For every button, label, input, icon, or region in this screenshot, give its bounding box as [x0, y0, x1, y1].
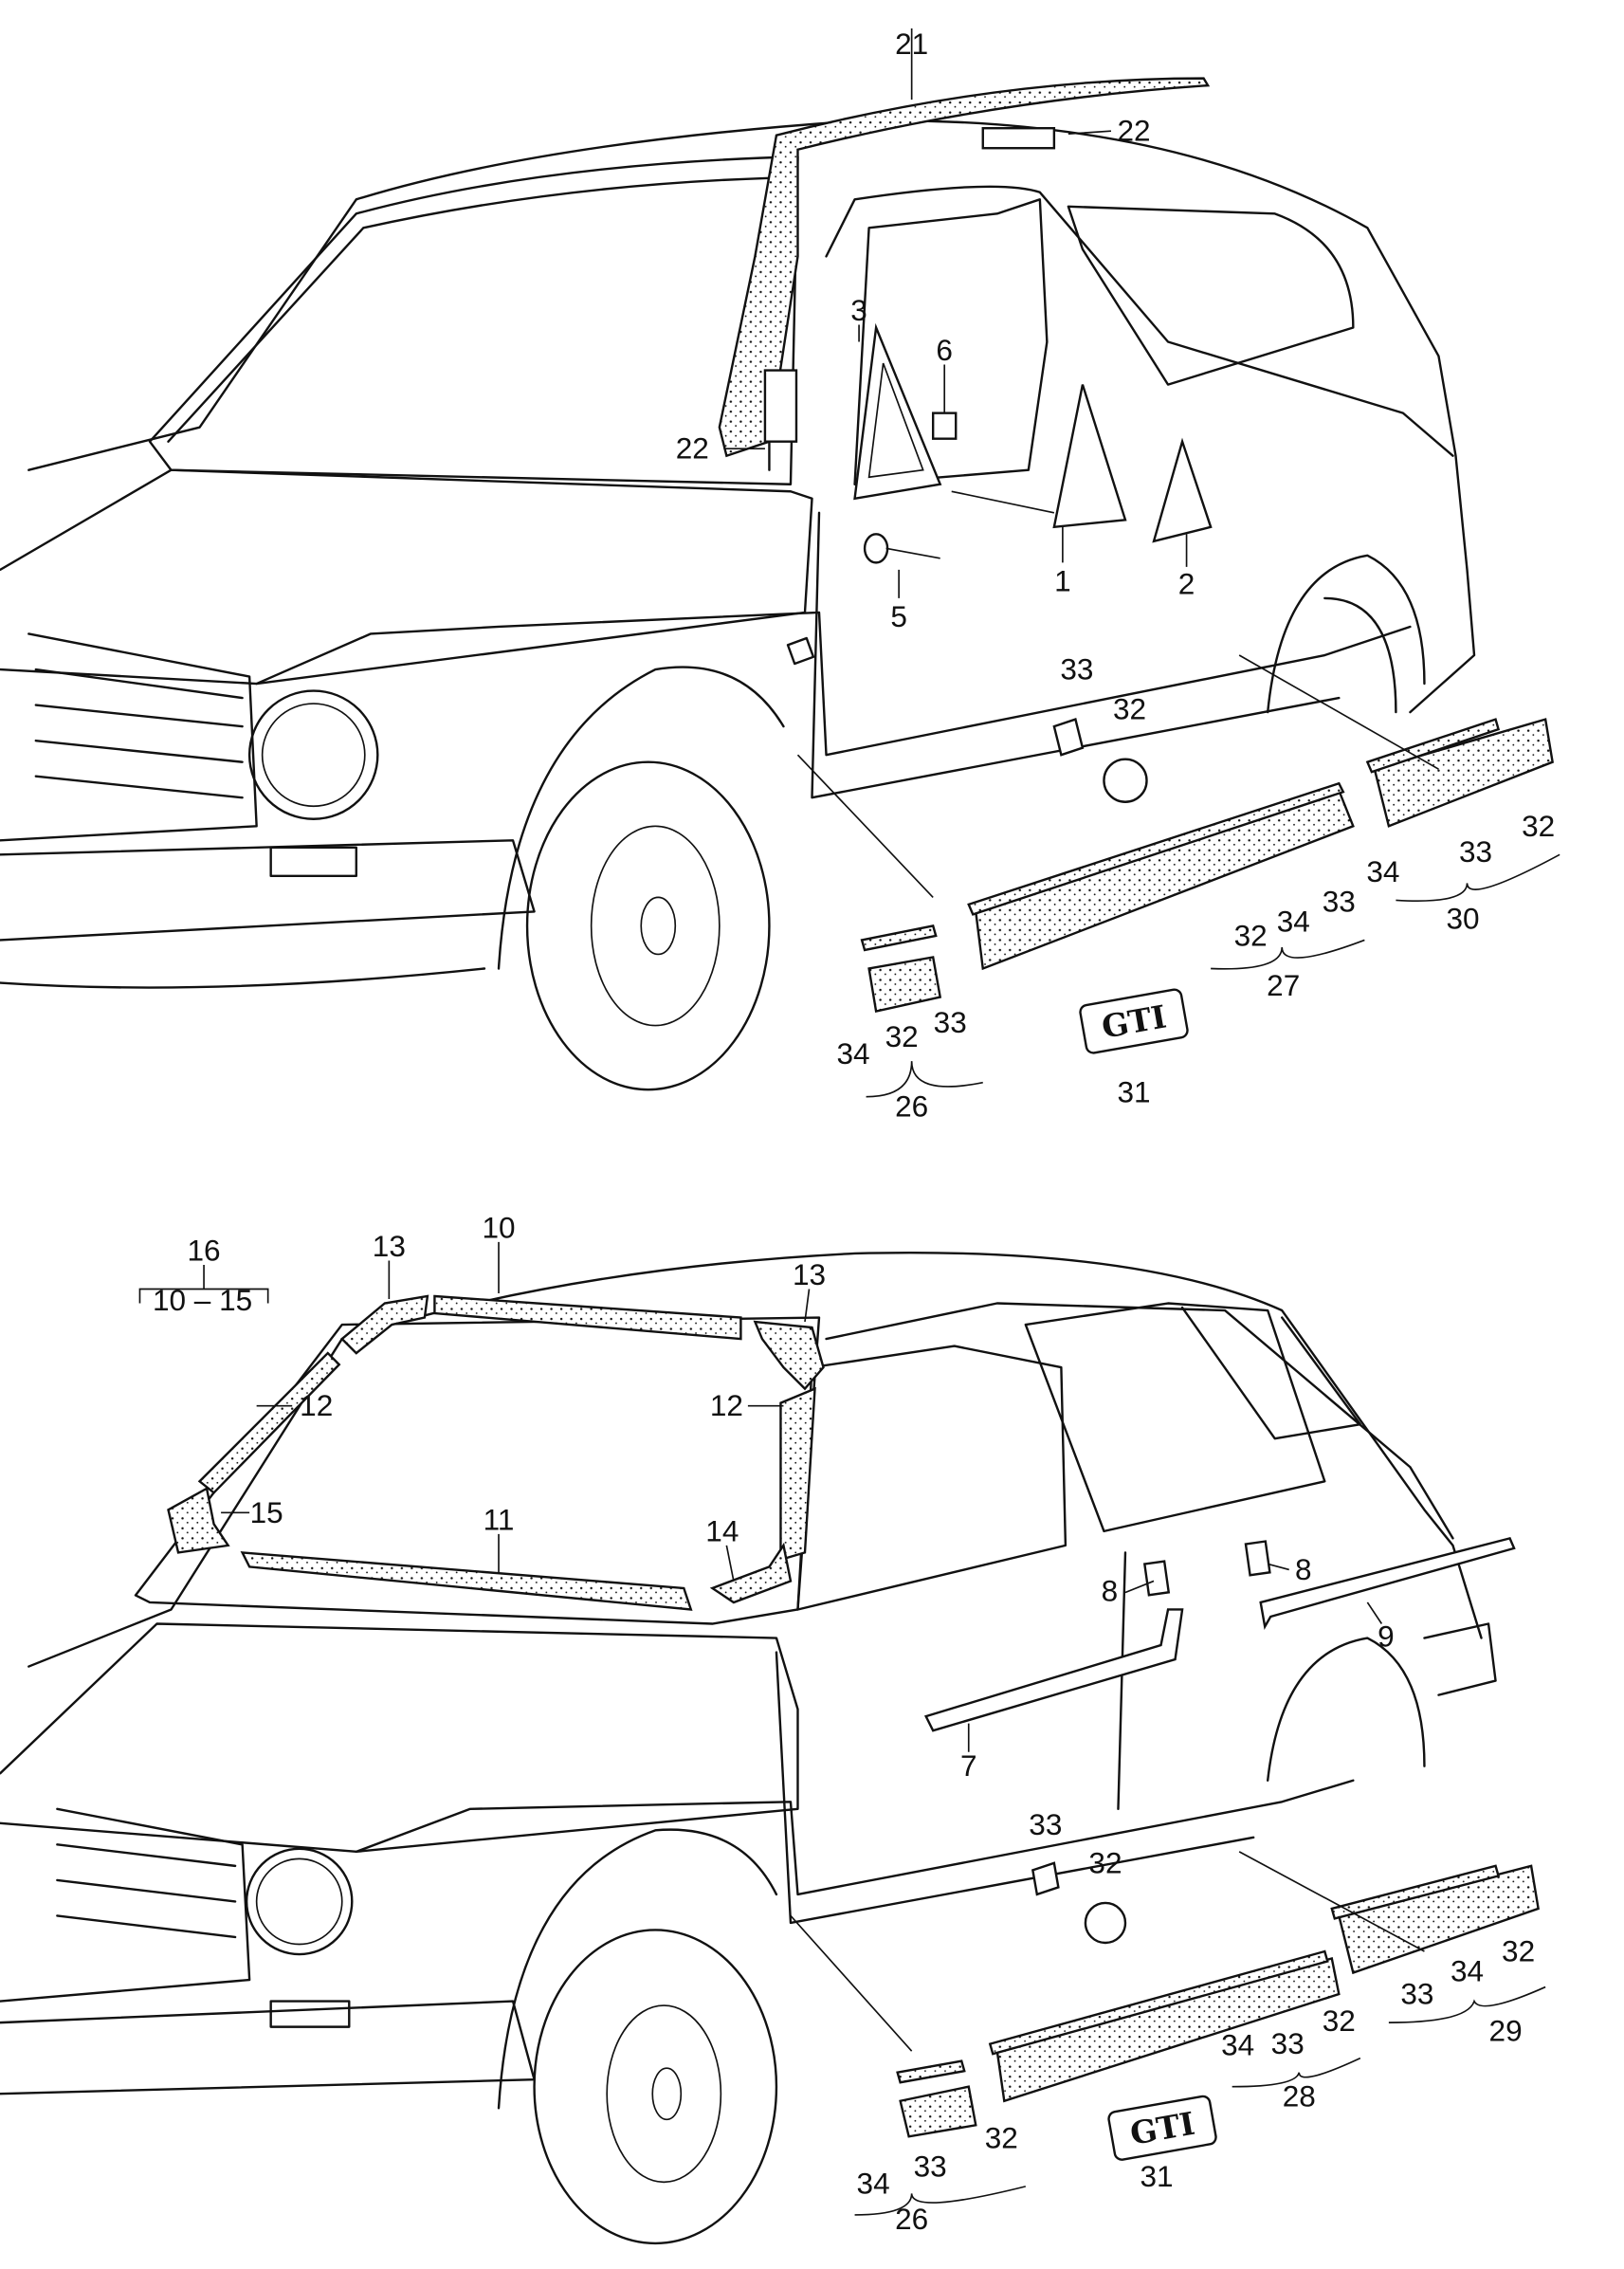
part-labels-top: 21 22 22 3 6 1 2 5 33 32 34 33 32 30 32 …	[676, 27, 1555, 1124]
part-number-label: 32	[985, 2120, 1018, 2154]
part-number-label: 32	[1323, 2004, 1356, 2038]
part-number-label: 32	[1502, 1934, 1535, 1968]
part-number-label: 5	[890, 599, 907, 633]
part-number-label: 8	[1295, 1552, 1312, 1586]
part-number-label: 9	[1378, 1619, 1395, 1654]
part-number-label: 7	[960, 1748, 977, 1783]
part-number-label: 33	[1271, 2026, 1305, 2060]
part-number-label: 16	[188, 1233, 221, 1267]
part-number-label: 21	[895, 27, 928, 61]
part-number-label: 27	[1267, 968, 1300, 1002]
part-number-label: 13	[793, 1257, 826, 1291]
part-number-label: 22	[1117, 114, 1150, 148]
part-number-label: 34	[1277, 904, 1310, 938]
part-number-label: 32	[1234, 918, 1268, 952]
part-number-label: 22	[676, 431, 709, 466]
part-number-label: 26	[895, 1089, 928, 1124]
part-labels-bottom: 16 10 – 15 13 10 13 12 12 15 11 14 8 8 9…	[153, 1210, 1535, 2236]
part-number-label: 32	[1113, 692, 1146, 726]
part-number-label: 32	[885, 1019, 919, 1053]
part-number-label: 14	[705, 1513, 739, 1547]
gti-badge-top: GTI	[1079, 988, 1189, 1054]
part-number-label: 2	[1178, 566, 1195, 600]
part-number-label: 33	[1323, 884, 1356, 918]
part-number-label: 1	[1054, 563, 1071, 597]
part-number-label: 13	[373, 1229, 406, 1263]
part-number-label: 10 – 15	[153, 1283, 252, 1317]
part-number-label: 3	[850, 293, 867, 327]
part-number-label: 34	[837, 1036, 870, 1070]
part-number-label: 33	[1400, 1977, 1433, 2011]
part-number-label: 33	[1060, 652, 1093, 686]
part-number-label: 31	[1140, 2159, 1173, 2193]
part-number-label: 12	[710, 1388, 743, 1422]
part-number-label: 33	[914, 2149, 947, 2183]
part-number-label: 34	[1366, 854, 1399, 888]
part-number-label: 30	[1446, 901, 1479, 935]
car-5-door-illustration	[0, 1251, 1497, 2245]
parts-top: GTI	[718, 28, 1560, 1098]
part-number-label: 28	[1283, 2079, 1316, 2113]
part-number-label: 34	[1451, 1954, 1484, 1988]
part-number-label: 29	[1489, 2014, 1523, 2048]
part-number-label: 34	[1221, 2028, 1254, 2062]
part-number-label: 33	[1029, 1807, 1062, 1841]
part-number-label: 33	[934, 1005, 967, 1039]
part-number-label: 6	[936, 333, 953, 367]
part-number-label: 8	[1102, 1573, 1119, 1607]
part-number-label: 11	[484, 1502, 515, 1536]
part-number-label: 26	[895, 2202, 928, 2236]
part-number-label: 33	[1459, 834, 1492, 869]
clip-22	[981, 126, 1056, 150]
gti-badge-bottom: GTI	[1107, 2095, 1217, 2161]
part-number-label: 10	[482, 1210, 515, 1244]
part-number-label: 34	[857, 2166, 890, 2200]
part-number-label: 32	[1522, 809, 1555, 843]
part-number-label: 15	[250, 1495, 283, 1529]
car-3-door-illustration	[0, 119, 1476, 1091]
parts-bottom: GTI	[138, 1241, 1546, 2216]
part-number-label: 12	[300, 1388, 333, 1422]
part-number-label: 31	[1117, 1075, 1150, 1109]
clip-22b	[763, 369, 798, 443]
part-number-label: 32	[1088, 1845, 1122, 1879]
